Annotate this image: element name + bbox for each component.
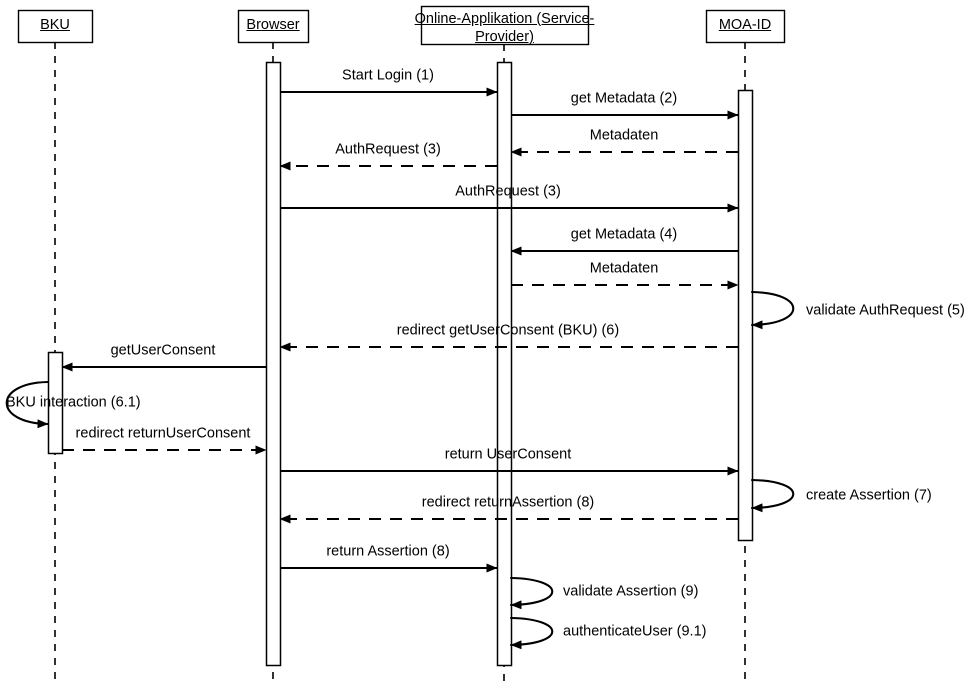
lifeline-title-oa: Online-Applikation (Service-Provider) bbox=[414, 11, 595, 46]
message-label-3: Metadaten bbox=[589, 127, 659, 144]
message-label-7: Metadaten bbox=[589, 260, 659, 277]
self-message-arrow-14 bbox=[750, 290, 795, 330]
activation-boxes-layer bbox=[47, 61, 754, 667]
message-label-6: get Metadata (4) bbox=[570, 226, 678, 243]
message-label-10: redirect returnUserConsent bbox=[75, 425, 251, 442]
self-messages-layer bbox=[5, 290, 795, 650]
self-message-label-18: authenticateUser (9.1) bbox=[563, 623, 707, 640]
header-boxes-layer bbox=[17, 5, 786, 46]
message-label-4: AuthRequest (3) bbox=[335, 141, 441, 158]
activation-box-oa bbox=[496, 61, 513, 667]
lifeline-header-box bbox=[420, 5, 590, 46]
activation-box-browser bbox=[265, 61, 282, 667]
self-message-label-14: validate AuthRequest (5) bbox=[806, 302, 965, 319]
lifeline-title-moaid: MOA-ID bbox=[718, 17, 772, 33]
message-label-11: return UserConsent bbox=[444, 446, 572, 463]
message-label-9: getUserConsent bbox=[110, 342, 216, 359]
activation-box-moaid bbox=[737, 89, 754, 542]
activation-box-bku bbox=[47, 351, 64, 455]
self-message-label-16: create Assertion (7) bbox=[806, 487, 932, 504]
message-label-12: redirect returnAssertion (8) bbox=[421, 494, 595, 511]
messages-layer bbox=[61, 87, 739, 573]
self-message-arrow-18 bbox=[509, 616, 554, 650]
lifeline-title-browser: Browser bbox=[246, 17, 300, 33]
message-label-2: get Metadata (2) bbox=[570, 90, 678, 107]
lifeline-header-box bbox=[17, 9, 94, 44]
self-message-label-15: BKU interaction (6.1) bbox=[6, 394, 141, 411]
lifeline-header-box bbox=[705, 9, 786, 44]
self-message-arrow-16 bbox=[750, 478, 795, 513]
self-message-arrow-15 bbox=[5, 380, 50, 429]
message-label-1: Start Login (1) bbox=[342, 67, 434, 84]
lifeline-header-box bbox=[237, 9, 310, 44]
lifeline-title-bku: BKU bbox=[40, 17, 70, 33]
self-message-arrow-17 bbox=[509, 576, 554, 610]
self-message-label-17: validate Assertion (9) bbox=[563, 583, 699, 600]
message-label-13: return Assertion (8) bbox=[326, 543, 450, 560]
message-label-8: redirect getUserConsent (BKU) (6) bbox=[396, 322, 620, 339]
message-label-5: AuthRequest (3) bbox=[455, 183, 561, 200]
